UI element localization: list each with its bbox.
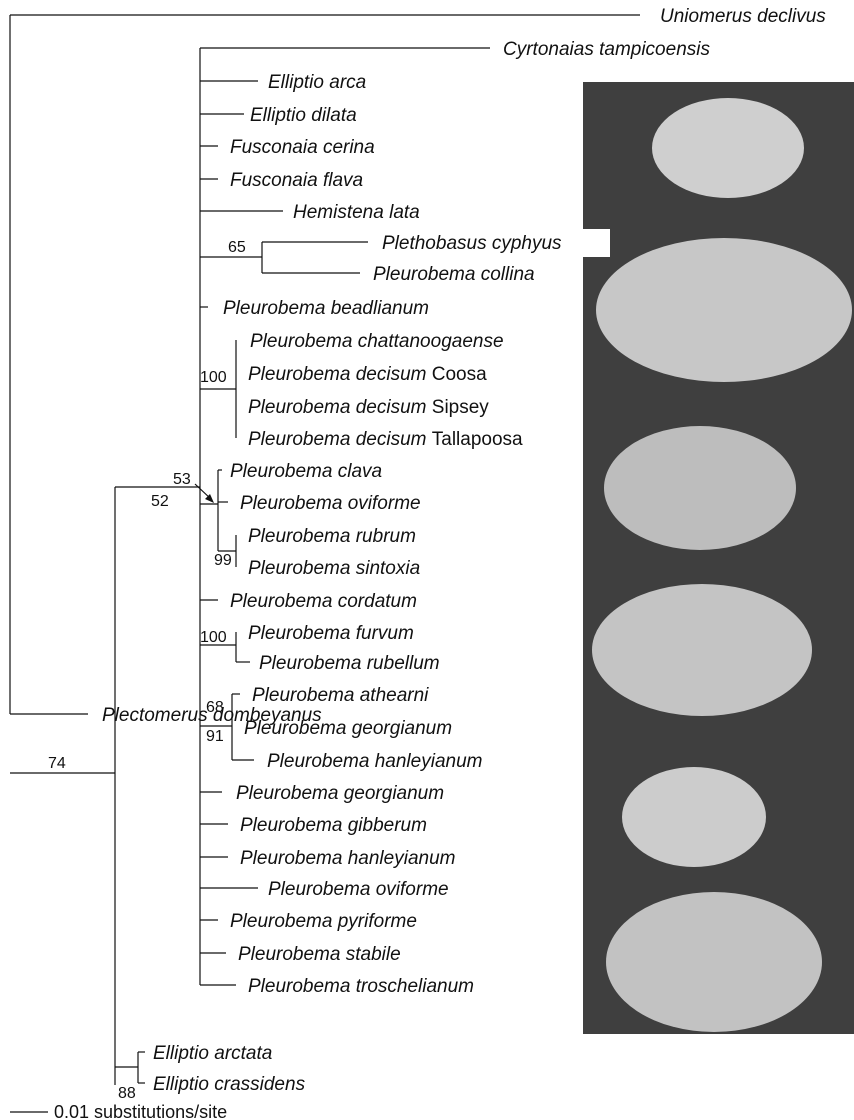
taxon-label: Fusconaia flava (230, 170, 363, 191)
taxon-label: Pleurobema cordatum (230, 591, 417, 612)
taxon-label: Uniomerus declivus (660, 6, 826, 27)
taxon-label: Elliptio dilata (250, 105, 357, 126)
shell-image-5 (622, 767, 766, 867)
taxon-label: Pleurobema gibberum (240, 815, 427, 836)
support-value: 65 (228, 239, 246, 256)
taxon-label: Pleurobema collina (373, 264, 535, 285)
support-value: 52 (151, 493, 169, 510)
support-value: 100 (200, 629, 227, 646)
taxon-label: Pleurobema furvum (248, 623, 414, 644)
taxon-label: Elliptio arctata (153, 1043, 272, 1064)
shell-image-4 (592, 584, 812, 716)
support-value: 91 (206, 728, 224, 745)
taxon-label: Elliptio crassidens (153, 1074, 306, 1095)
shell-image-1 (652, 98, 804, 198)
taxon-label: Pleurobema decisum Sipsey (248, 397, 489, 418)
taxon-label: Pleurobema decisum Coosa (248, 364, 487, 385)
taxon-label: Hemistena lata (293, 202, 420, 223)
taxon-label: Elliptio arca (268, 72, 366, 93)
photo-background (583, 82, 854, 1034)
taxon-label: Pleurobema clava (230, 461, 382, 482)
taxon-label: Plethobasus cyphyus (382, 233, 562, 254)
taxon-label: Pleurobema oviforme (240, 493, 421, 514)
shell-image-6 (606, 892, 822, 1032)
taxon-label: Cyrtonaias tampicoensis (503, 39, 710, 60)
taxon-label: Pleurobema stabile (238, 944, 401, 965)
taxon-label: Pleurobema beadlianum (223, 298, 429, 319)
support-values: 65 100 53 52 99 100 68 91 74 88 (48, 239, 246, 1102)
taxon-label: Pleurobema decisum Tallapoosa (248, 429, 523, 450)
shell-image-3 (604, 426, 796, 550)
support-value: 53 (173, 471, 191, 488)
shell-image-2 (596, 238, 852, 382)
taxon-label: Pleurobema georgianum (236, 783, 444, 804)
support-value: 99 (214, 552, 232, 569)
taxon-label: Fusconaia cerina (230, 137, 375, 158)
taxon-label: Pleurobema sintoxia (248, 558, 420, 579)
support-value: 88 (118, 1085, 136, 1102)
scale-bar-label: 0.01 substitutions/site (54, 1102, 227, 1120)
taxon-label: Pleurobema oviforme (268, 879, 449, 900)
taxon-label: Pleurobema troschelianum (248, 976, 474, 997)
taxon-label: Pleurobema hanleyianum (240, 848, 455, 869)
support-value: 100 (200, 369, 227, 386)
taxon-label: Pleurobema pyriforme (230, 911, 417, 932)
taxon-label: Pleurobema rubrum (248, 526, 416, 547)
taxon-label: Pleurobema athearni (252, 685, 429, 706)
shell-photo-panel (583, 82, 854, 1034)
taxon-label: Pleurobema rubellum (259, 653, 440, 674)
support-value: 68 (206, 699, 224, 716)
taxon-label: Pleurobema hanleyianum (267, 751, 482, 772)
taxon-label: Pleurobema chattanoogaense (250, 331, 504, 352)
support-value: 74 (48, 755, 66, 772)
